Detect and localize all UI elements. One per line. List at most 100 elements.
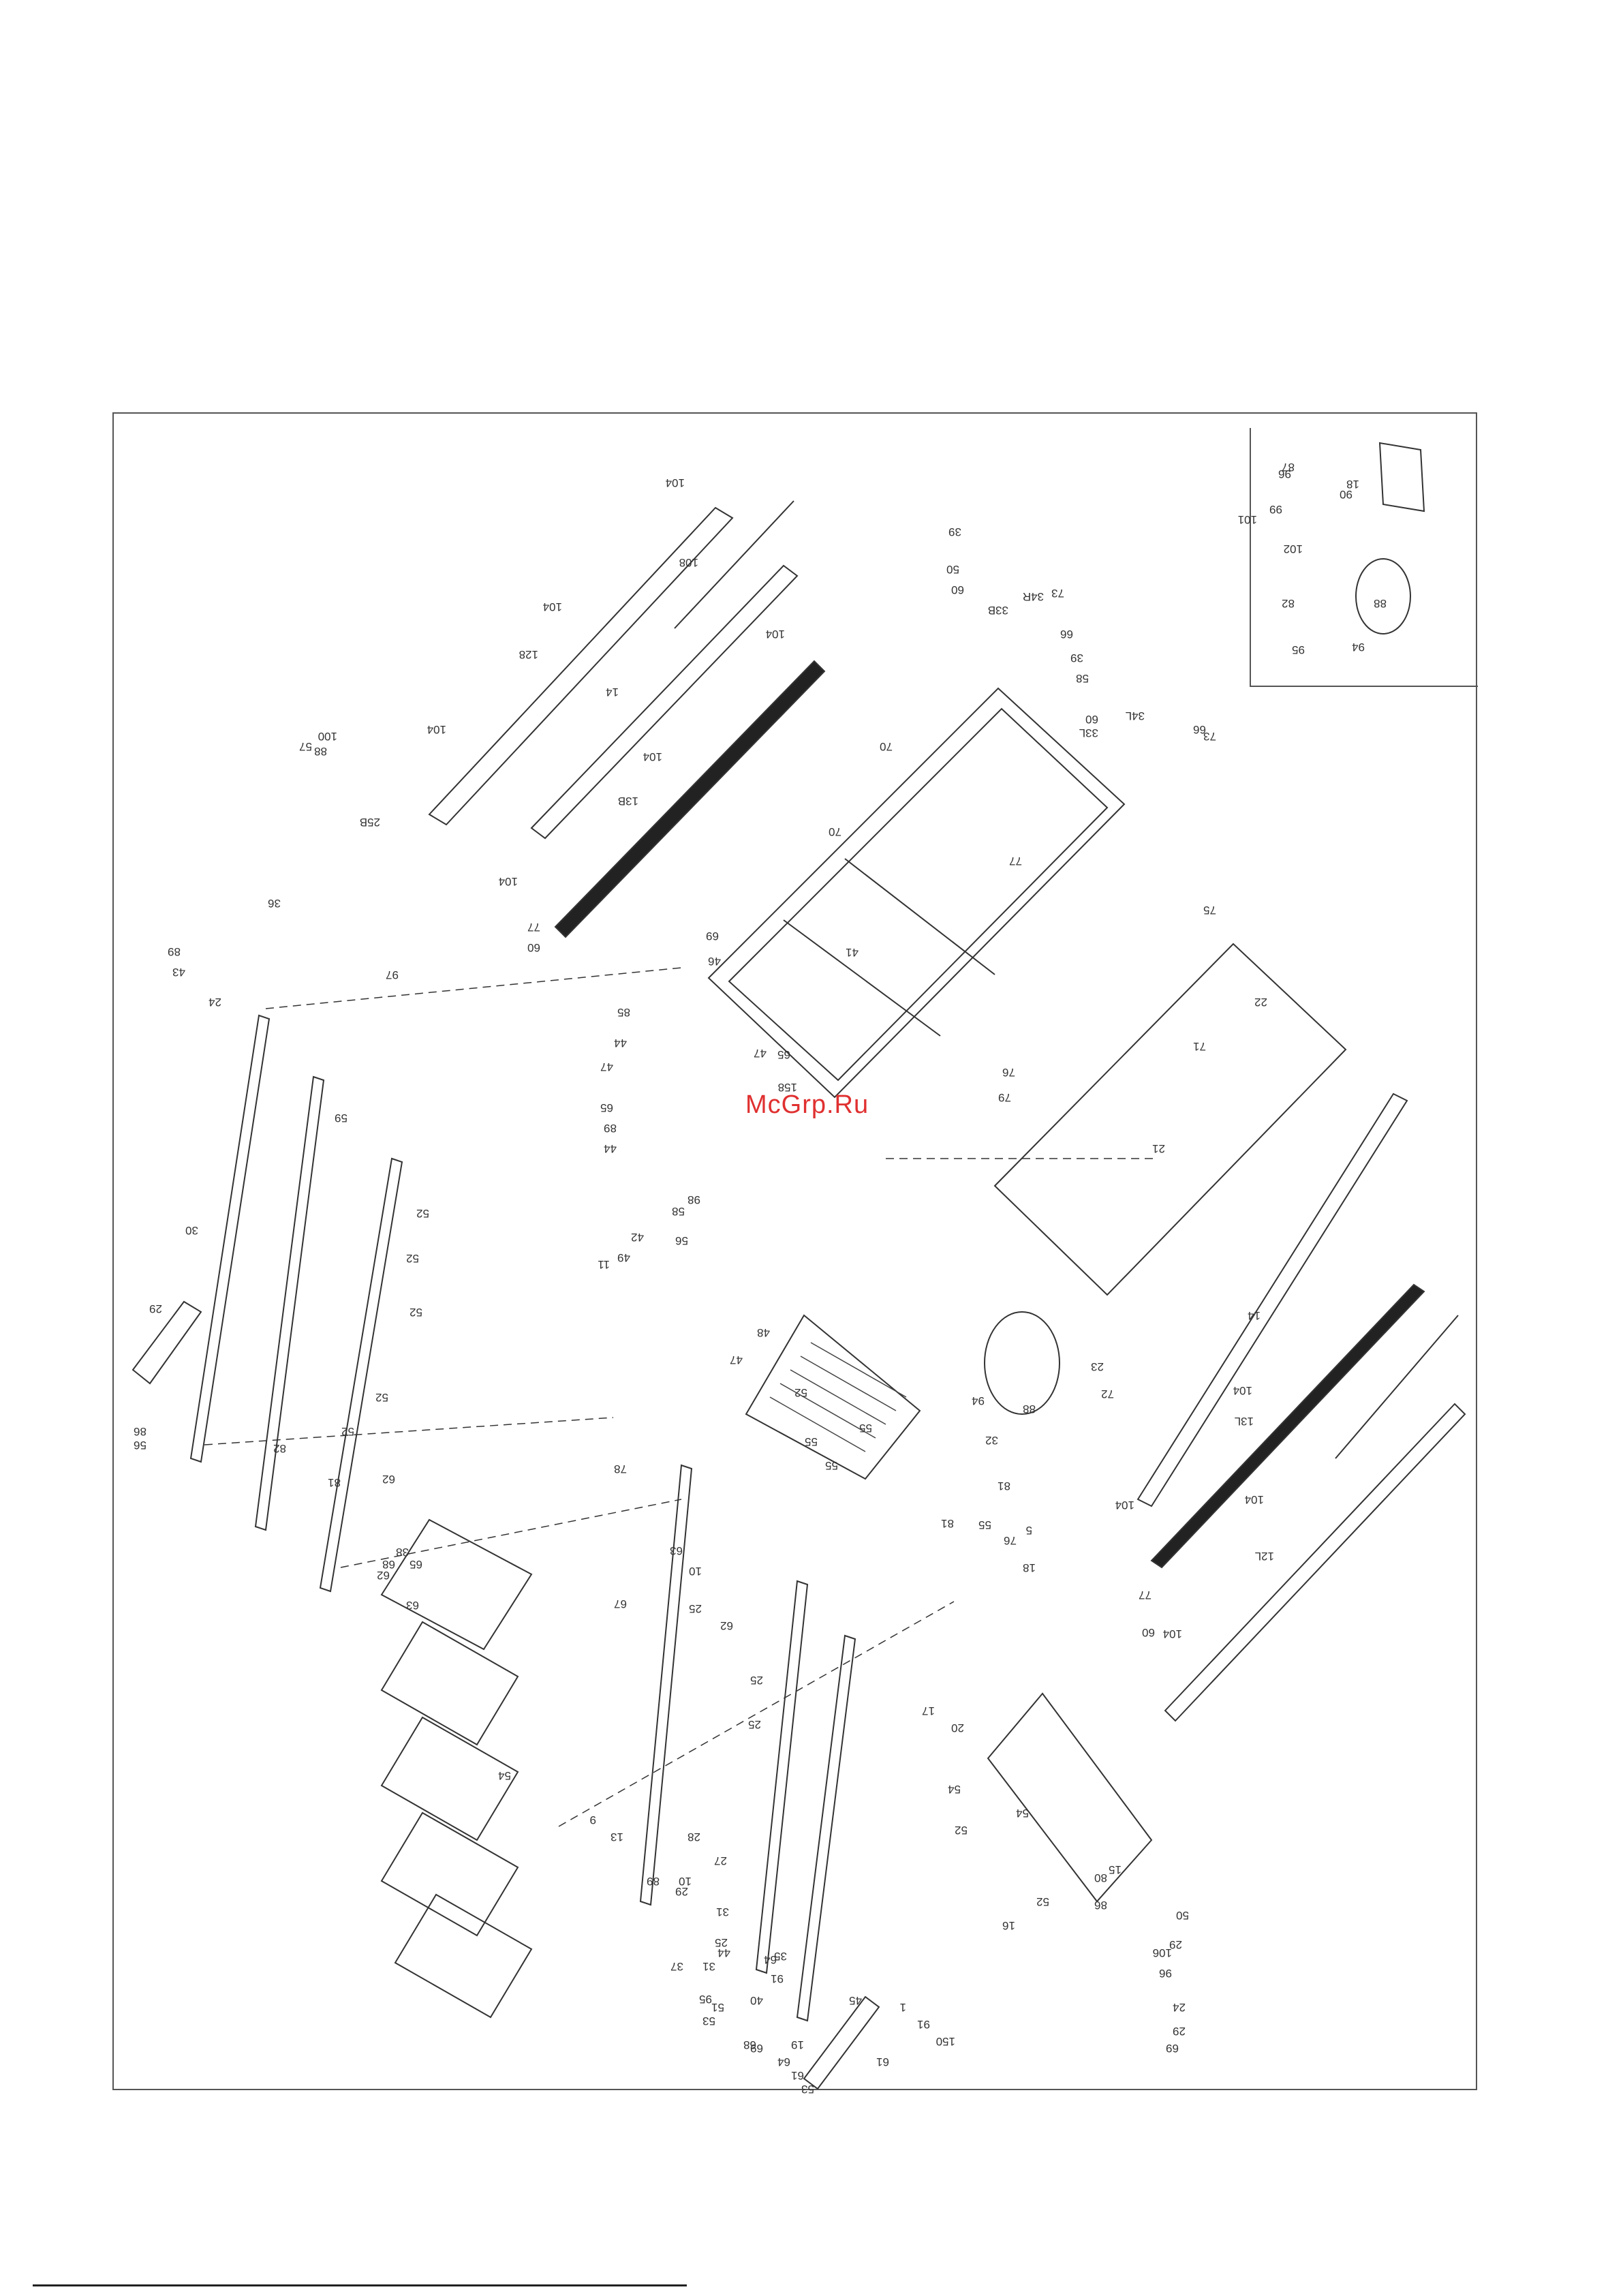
part-number-label: 34L — [1126, 709, 1145, 722]
part-number-label: 104 — [766, 628, 785, 641]
part-number-label: 82 — [273, 1442, 286, 1455]
part-number-label: 69 — [706, 930, 719, 943]
part-number-label: 100 — [318, 730, 337, 743]
part-number-label: 63 — [406, 1599, 419, 1612]
part-number-label: 70 — [880, 740, 893, 753]
part-number-label: 24 — [208, 996, 221, 1009]
part-number-label: 16 — [1002, 1919, 1015, 1932]
part-number-label: 77 — [1009, 855, 1022, 868]
part-number-label: 99 — [1269, 503, 1282, 516]
part-number-label: 62 — [382, 1473, 395, 1486]
part-number-label: 52 — [955, 1824, 968, 1837]
left-end-cap — [132, 1300, 202, 1385]
part-number-label: 104 — [1115, 1499, 1134, 1512]
part-number-label: 42 — [631, 1231, 644, 1244]
part-number-label: 60 — [1142, 1626, 1155, 1639]
part-number-label: 53 — [801, 2083, 814, 2096]
left-rail-2 — [254, 1075, 325, 1531]
part-number-label: 1 — [900, 2001, 906, 2014]
part-number-label: 54 — [498, 1769, 511, 1782]
part-number-label: 17 — [922, 1704, 935, 1717]
part-number-label: 25 — [689, 1602, 702, 1615]
part-number-label: 25B — [360, 816, 380, 829]
diagram-linework — [132, 442, 1466, 2090]
part-number-label: 33L — [1079, 726, 1098, 739]
part-number-label: 45 — [849, 1994, 862, 2007]
part-number-label: 29 — [1173, 2025, 1186, 2038]
part-number-label: 58 — [1076, 672, 1089, 685]
part-number-label: 95 — [699, 1993, 712, 2006]
part-number-label: 40 — [750, 1994, 763, 2007]
part-number-label: 82 — [1282, 597, 1295, 610]
part-number-label: 30 — [185, 1224, 198, 1237]
footer-rule — [33, 2284, 687, 2286]
part-number-label: 64 — [764, 1953, 777, 1966]
part-number-label: 55 — [859, 1422, 872, 1435]
part-number-label: 104 — [643, 750, 662, 763]
part-number-label: 104 — [1163, 1627, 1182, 1640]
part-number-label: 65 — [777, 1048, 790, 1061]
part-number-label: 101 — [1238, 513, 1257, 526]
part-number-label: 95 — [1292, 643, 1305, 656]
part-number-label: 89 — [604, 1122, 617, 1135]
part-number-label: 19 — [791, 2038, 804, 2051]
part-number-label: 55 — [805, 1435, 818, 1448]
part-number-label: 14 — [1248, 1309, 1261, 1322]
part-number-label: 44 — [717, 1946, 730, 1959]
part-number-label: 78 — [614, 1463, 627, 1475]
part-number-label: 158 — [778, 1081, 797, 1094]
part-number-label: 91 — [771, 1972, 784, 1985]
part-number-label: 36 — [268, 897, 281, 910]
part-number-label: 104 — [427, 723, 446, 736]
part-number-label: 29 — [1169, 1938, 1182, 1951]
watermark-text: McGrp.Ru — [745, 1090, 869, 1119]
part-number-label: 18 — [1023, 1561, 1036, 1574]
part-number-label: 51 — [711, 2001, 724, 2014]
part-number-label: 98 — [687, 1193, 700, 1206]
part-number-label: 46 — [708, 955, 721, 968]
part-number-label: 94 — [1352, 641, 1365, 654]
part-number-label: 106 — [1153, 1946, 1172, 1959]
part-number-label: 64 — [777, 2055, 790, 2068]
foot-cap-bottom — [803, 1995, 880, 2090]
part-number-label: 88 — [1023, 1403, 1036, 1415]
part-number-label: 96 — [1278, 468, 1291, 480]
console-panel — [394, 1893, 533, 2019]
part-number-label: 31 — [702, 1960, 715, 1973]
part-number-label: 52 — [341, 1425, 354, 1438]
console-bar-3 — [380, 1716, 519, 1841]
part-number-label: 10 — [689, 1565, 702, 1578]
side-rail-top-inner — [530, 564, 799, 840]
part-number-label: 25 — [748, 1718, 761, 1731]
part-number-label: 54 — [948, 1783, 961, 1796]
part-number-label: 56 — [134, 1439, 146, 1452]
part-number-label: 65 — [409, 1558, 422, 1571]
part-number-label: 12L — [1255, 1550, 1274, 1563]
main-frame — [707, 687, 1126, 1099]
upright-2 — [755, 1580, 809, 1974]
part-number-label: 18 — [1346, 478, 1359, 491]
part-number-label: 5 — [1026, 1524, 1032, 1537]
part-number-label: 68 — [743, 2038, 756, 2051]
part-number-label: 13L — [1235, 1415, 1254, 1428]
console-bar-4 — [380, 1811, 519, 1937]
part-number-label: 81 — [328, 1476, 341, 1489]
part-number-label: 44 — [614, 1037, 627, 1050]
part-number-label: 67 — [614, 1597, 627, 1610]
end-cap-right — [987, 1692, 1153, 1903]
part-number-label: 89 — [647, 1875, 660, 1888]
part-number-label: 104 — [1233, 1384, 1252, 1397]
deck-board — [993, 943, 1347, 1296]
inset-plate — [1378, 442, 1425, 512]
part-number-label: 81 — [941, 1517, 954, 1530]
part-number-label: 20 — [951, 1721, 964, 1734]
part-number-label: 10 — [679, 1875, 692, 1888]
part-number-label: 73 — [1051, 587, 1064, 600]
part-number-label: 91 — [917, 2018, 930, 2031]
part-number-label: 44 — [604, 1142, 617, 1155]
upright-1 — [639, 1464, 693, 1906]
part-number-label: 60 — [1085, 713, 1098, 726]
part-number-label: 55 — [825, 1459, 838, 1472]
part-number-label: 108 — [679, 556, 698, 569]
part-number-label: 53 — [702, 2015, 715, 2027]
